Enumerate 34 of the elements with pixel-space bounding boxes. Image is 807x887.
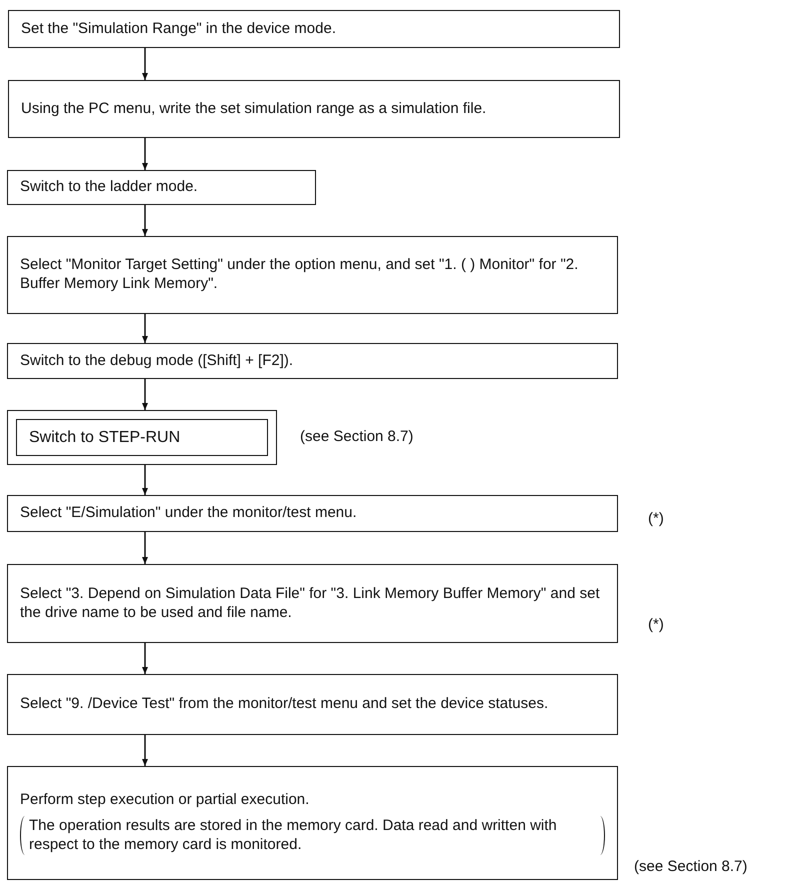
- step-text: Select "3. Depend on Simulation Data File" for "3. Link Memory Buffer Memory" and set the drive name to be used and file name.: [20, 584, 601, 622]
- arrow: [142, 643, 148, 674]
- step-text: Perform step execution or partial execution.: [20, 791, 310, 810]
- arrow: [142, 532, 148, 564]
- process-box: [8, 10, 620, 48]
- arrow: [142, 465, 148, 495]
- step-text: Using the PC menu, write the set simulation range as a simulation file.: [21, 100, 488, 118]
- process-box: [7, 766, 618, 880]
- side-note: (see Section 8.7): [634, 858, 748, 875]
- step-text: Select "E/Simulation" under the monitor/test menu.: [20, 504, 358, 523]
- arrow: [142, 379, 148, 410]
- arrow: [142, 48, 148, 80]
- process-box: [8, 80, 620, 138]
- arrow: [142, 314, 148, 343]
- side-note: (*): [648, 616, 664, 633]
- process-box: [7, 236, 618, 314]
- note-text: The operation results are stored in the memory card. Data read and written with respect to the memory card is monitored.: [20, 816, 605, 855]
- process-box: [7, 343, 618, 379]
- side-note: (see Section 8.7): [300, 428, 414, 445]
- step-text: Select "9. /Device Test" from the monitor/test menu and set the device statuses.: [20, 695, 550, 714]
- process-box: [7, 410, 277, 465]
- arrow: [142, 138, 148, 170]
- step-text: Select "Monitor Target Setting" under the option menu, and set "1. ( ) Monitor" for "2. Buffer Memory Link Memory".: [20, 256, 580, 294]
- step-text: Switch to the debug mode ([Shift] + [F2]).: [20, 352, 294, 370]
- process-box: [7, 170, 316, 205]
- step-text: Switch to the ladder mode.: [20, 178, 199, 197]
- process-box: [7, 564, 618, 643]
- arrow: [142, 205, 148, 236]
- arrow: [142, 735, 148, 766]
- process-box: [7, 674, 618, 735]
- process-box: [7, 495, 618, 532]
- step-text: Switch to STEP-RUN: [29, 428, 180, 448]
- side-note: (*): [648, 510, 664, 527]
- step-text: Set the "Simulation Range" in the device mode.: [21, 20, 337, 38]
